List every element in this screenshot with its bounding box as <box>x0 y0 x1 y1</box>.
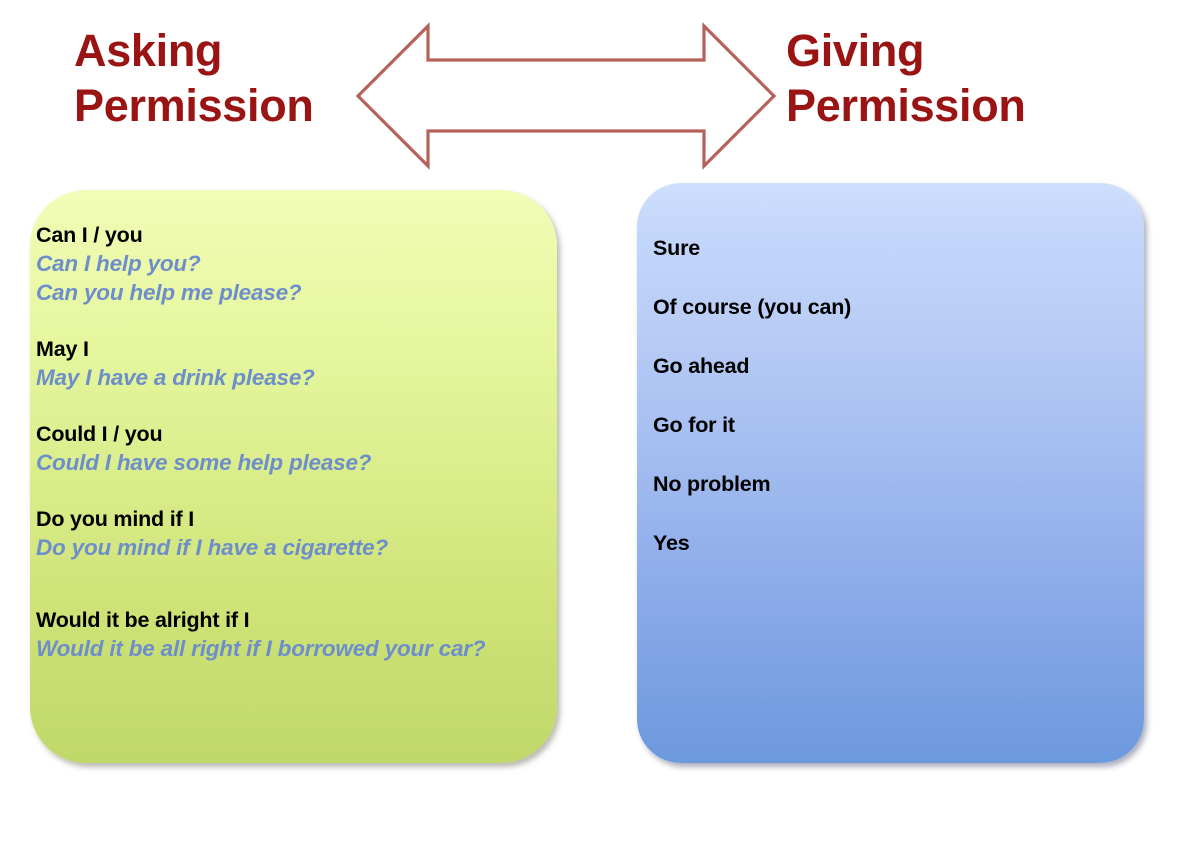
giving-permission-panel <box>637 183 1144 763</box>
list-item: May I May I have a drink please? <box>36 336 524 392</box>
list-item: Do you mind if I Do you mind if I have a… <box>36 506 524 562</box>
asking-permission-panel <box>30 190 557 763</box>
phrase-example: Can I help you? <box>36 251 201 276</box>
phrase-example: Could I have some help please? <box>36 450 372 475</box>
phrase-heading: Would it be alright if I <box>36 608 250 632</box>
list-item: Yes <box>653 531 690 555</box>
list-item: Can I / you Can I help you? Can you help… <box>36 222 524 307</box>
phrase-heading: May I <box>36 337 89 361</box>
list-item: Go for it <box>653 413 735 437</box>
page-title-asking-permission: Asking Permission <box>74 25 314 131</box>
header-band: Asking Permission Giving Permission <box>0 0 1200 185</box>
page-title-giving-permission: Giving Permission <box>786 25 1026 131</box>
list-item: Could I / you Could I have some help ple… <box>36 421 524 477</box>
list-item: Go ahead <box>653 354 750 378</box>
list-item: Sure <box>653 236 700 260</box>
list-item: Of course (you can) <box>653 295 852 319</box>
double-headed-arrow-icon <box>355 22 777 170</box>
asking-permission-list: Can I / you Can I help you? Can you help… <box>36 222 524 663</box>
phrase-example: Do you mind if I have a cigarette? <box>36 535 389 560</box>
list-item: Would it be alright if I Would it be all… <box>36 607 524 663</box>
phrase-heading: Do you mind if I <box>36 507 195 531</box>
list-item: No problem <box>653 472 771 496</box>
phrase-example: May I have a drink please? <box>36 365 315 390</box>
phrase-example: Can you help me please? <box>36 280 302 305</box>
phrase-heading: Can I / you <box>36 223 143 247</box>
phrase-example: Would it be all right if I borrowed your… <box>36 636 486 661</box>
giving-permission-list: Sure Of course (you can) Go ahead Go for… <box>653 235 1123 556</box>
phrase-heading: Could I / you <box>36 422 163 446</box>
